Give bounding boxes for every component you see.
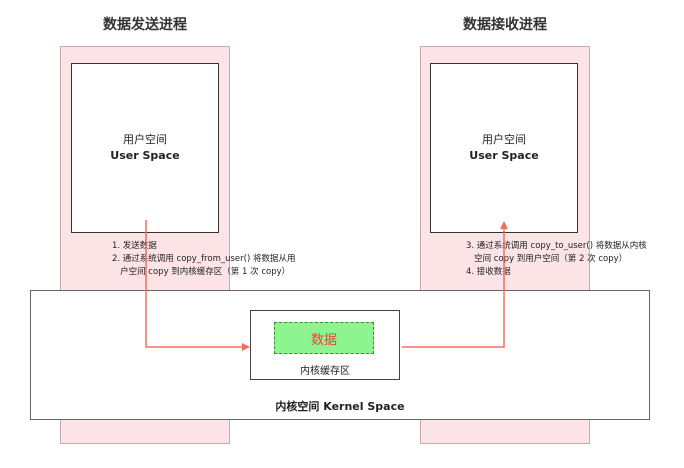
receiver-note-3: 4. 接收数据	[466, 267, 511, 277]
receiver-note-2: 空间 copy 到用户空间（第 2 次 copy）	[466, 254, 628, 264]
receiver-user-space-cn: 用户空间	[482, 133, 526, 146]
sender-user-space-en: User Space	[110, 149, 180, 162]
receiver-notes: 3. 通过系统调用 copy_to_user() 将数据从内核 空间 copy …	[466, 240, 647, 279]
data-label: 数据	[310, 332, 337, 348]
receiver-note-1: 3. 通过系统调用 copy_to_user() 将数据从内核	[466, 241, 647, 251]
receiver-process-title: 数据接收进程	[463, 17, 547, 33]
sender-process-title: 数据发送进程	[103, 17, 187, 33]
sender-note-3: 户空间 copy 到内核缓存区（第 1 次 copy）	[112, 267, 291, 277]
sender-notes: 1. 发送数据 2. 通过系统调用 copy_from_user() 将数据从用…	[112, 240, 295, 279]
receiver-user-space-en: User Space	[469, 149, 539, 162]
sender-user-space-box: 用户空间 User Space	[71, 63, 219, 233]
data-block: 数据	[274, 322, 374, 354]
sender-user-space-cn: 用户空间	[123, 133, 167, 146]
receiver-user-space-box: 用户空间 User Space	[430, 63, 578, 233]
kernel-space-label: 内核空间 Kernel Space	[275, 400, 405, 413]
kernel-buffer-label: 内核缓存区	[300, 366, 350, 377]
sender-note-2: 2. 通过系统调用 copy_from_user() 将数据从用	[112, 254, 296, 264]
sender-note-1: 1. 发送数据	[112, 241, 157, 251]
